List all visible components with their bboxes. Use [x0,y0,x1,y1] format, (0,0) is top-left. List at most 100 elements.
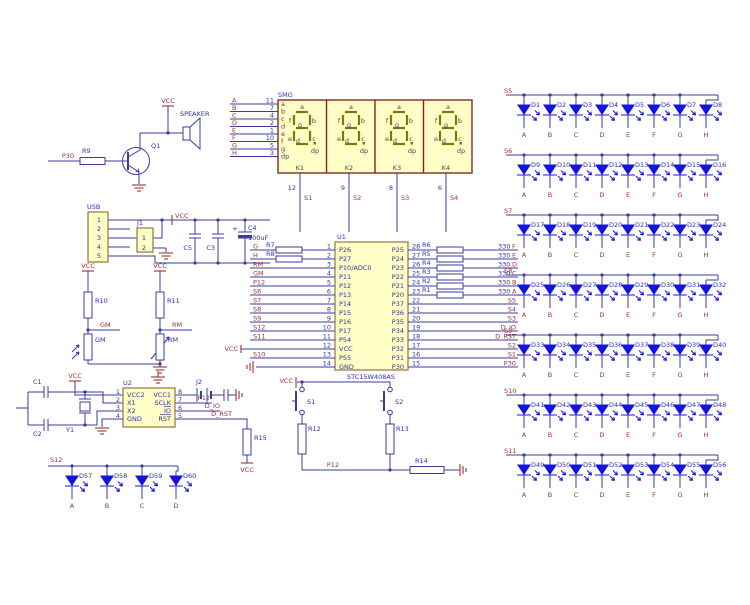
usb-pin-number: 4 [97,243,101,251]
emission-arrow [612,350,618,356]
j1-pin-number: 2 [142,244,146,252]
led-triangle [699,404,713,415]
led-net: B [548,131,552,139]
led-name: D11 [583,161,596,169]
digit-name: K2 [345,164,353,172]
wiring [16,105,467,476]
led-net: B [548,431,552,439]
wire [101,418,123,427]
mcu-pin-number: 15 [412,360,420,368]
emission-arrow [612,170,618,176]
emission-arrow [557,415,563,421]
battery-label-j2: J2 [195,378,202,386]
led-net: F [652,371,656,379]
mcu-pin-number: 21 [412,306,420,314]
emission-arrow [716,290,722,296]
emission-arrow [687,355,693,361]
segment-letter: a [397,103,401,111]
led-triangle [543,164,557,175]
j1-pin-number: 1 [142,234,146,242]
led-triangle [673,464,687,475]
led-triangle [673,404,687,415]
digit-net: S2 [353,194,361,202]
led-name: D14 [661,161,674,169]
wire [153,220,163,239]
usb-pin-number: 5 [97,252,101,260]
led-net: D [599,251,604,259]
led-triangle [647,344,661,355]
junction-dot [86,328,90,332]
wire [706,155,719,161]
led-triangle [595,284,609,295]
led-name: D49 [531,461,544,469]
mcu-net-label: B [512,279,516,287]
net-label-p12-rtc: P12 [198,394,210,402]
emission-arrow [534,410,540,416]
led-net: C [140,502,145,510]
resistor-label-r9: R9 [82,147,91,155]
led-triangle [699,284,713,295]
led-D4: D4D [595,95,618,139]
smg-seg-name: dp [281,153,289,161]
junction-dot [83,390,87,394]
led-name: D10 [557,161,570,169]
led-triangle [543,344,557,355]
emission-arrow [716,170,722,176]
segment-letter: a [300,103,304,111]
led-triangle [100,475,114,486]
row-net-label: S5 [504,87,512,95]
resistor-label-r15: R15 [254,434,267,442]
wire [706,215,719,221]
mcu-pin-number: 27 [412,252,420,260]
led-D5: D5E [621,95,644,139]
mcu-net-label: S4 [508,306,516,314]
led-name: D34 [557,341,570,349]
emission-arrow [661,115,667,121]
led-net: H [704,131,709,139]
led-net: E [626,431,630,439]
led-name: D57 [79,472,92,480]
resistor-body [275,255,303,263]
mcu-net-label: S9 [253,315,261,323]
rtc-pin-name: X1 [127,399,136,407]
resistor-label: R6 [422,241,431,249]
led-triangle [647,464,661,475]
mcu-net-label: S12 [253,324,265,332]
rtc-pin-name: GND [127,415,142,423]
junction-dot [158,328,162,332]
digit-pin: 8 [389,184,393,192]
smg-seg-name: e [281,130,285,138]
resistor-body [297,423,307,455]
led-net: A [522,131,527,139]
mcu-pin-number: 22 [412,297,420,305]
emission-arrow [661,355,667,361]
junction-dot [193,218,197,222]
led-triangle [647,164,661,175]
digit-pin: 6 [438,184,442,192]
emission-arrow [149,486,155,492]
wire [176,466,179,472]
led-triangle [543,224,557,235]
smg-seg-name: c [281,115,285,123]
mcu-pin-name: P11 [339,273,351,281]
emission-arrow [609,415,615,421]
usb-vcc-label: VCC [175,212,189,220]
mcu-pin-name: P21 [392,282,404,290]
mcu-pin-name: P22 [392,273,404,281]
led-net: H [704,431,709,439]
junction-dot [193,261,197,265]
rtc-pin-number: 6 [178,404,182,412]
emission-arrow [638,410,644,416]
row-net-label: S6 [504,147,512,155]
junction-dot [243,261,247,265]
segment-letter: d [442,137,446,145]
smg-input-pin: 5 [270,142,274,150]
emission-arrow [557,295,563,301]
led-net: D [599,371,604,379]
